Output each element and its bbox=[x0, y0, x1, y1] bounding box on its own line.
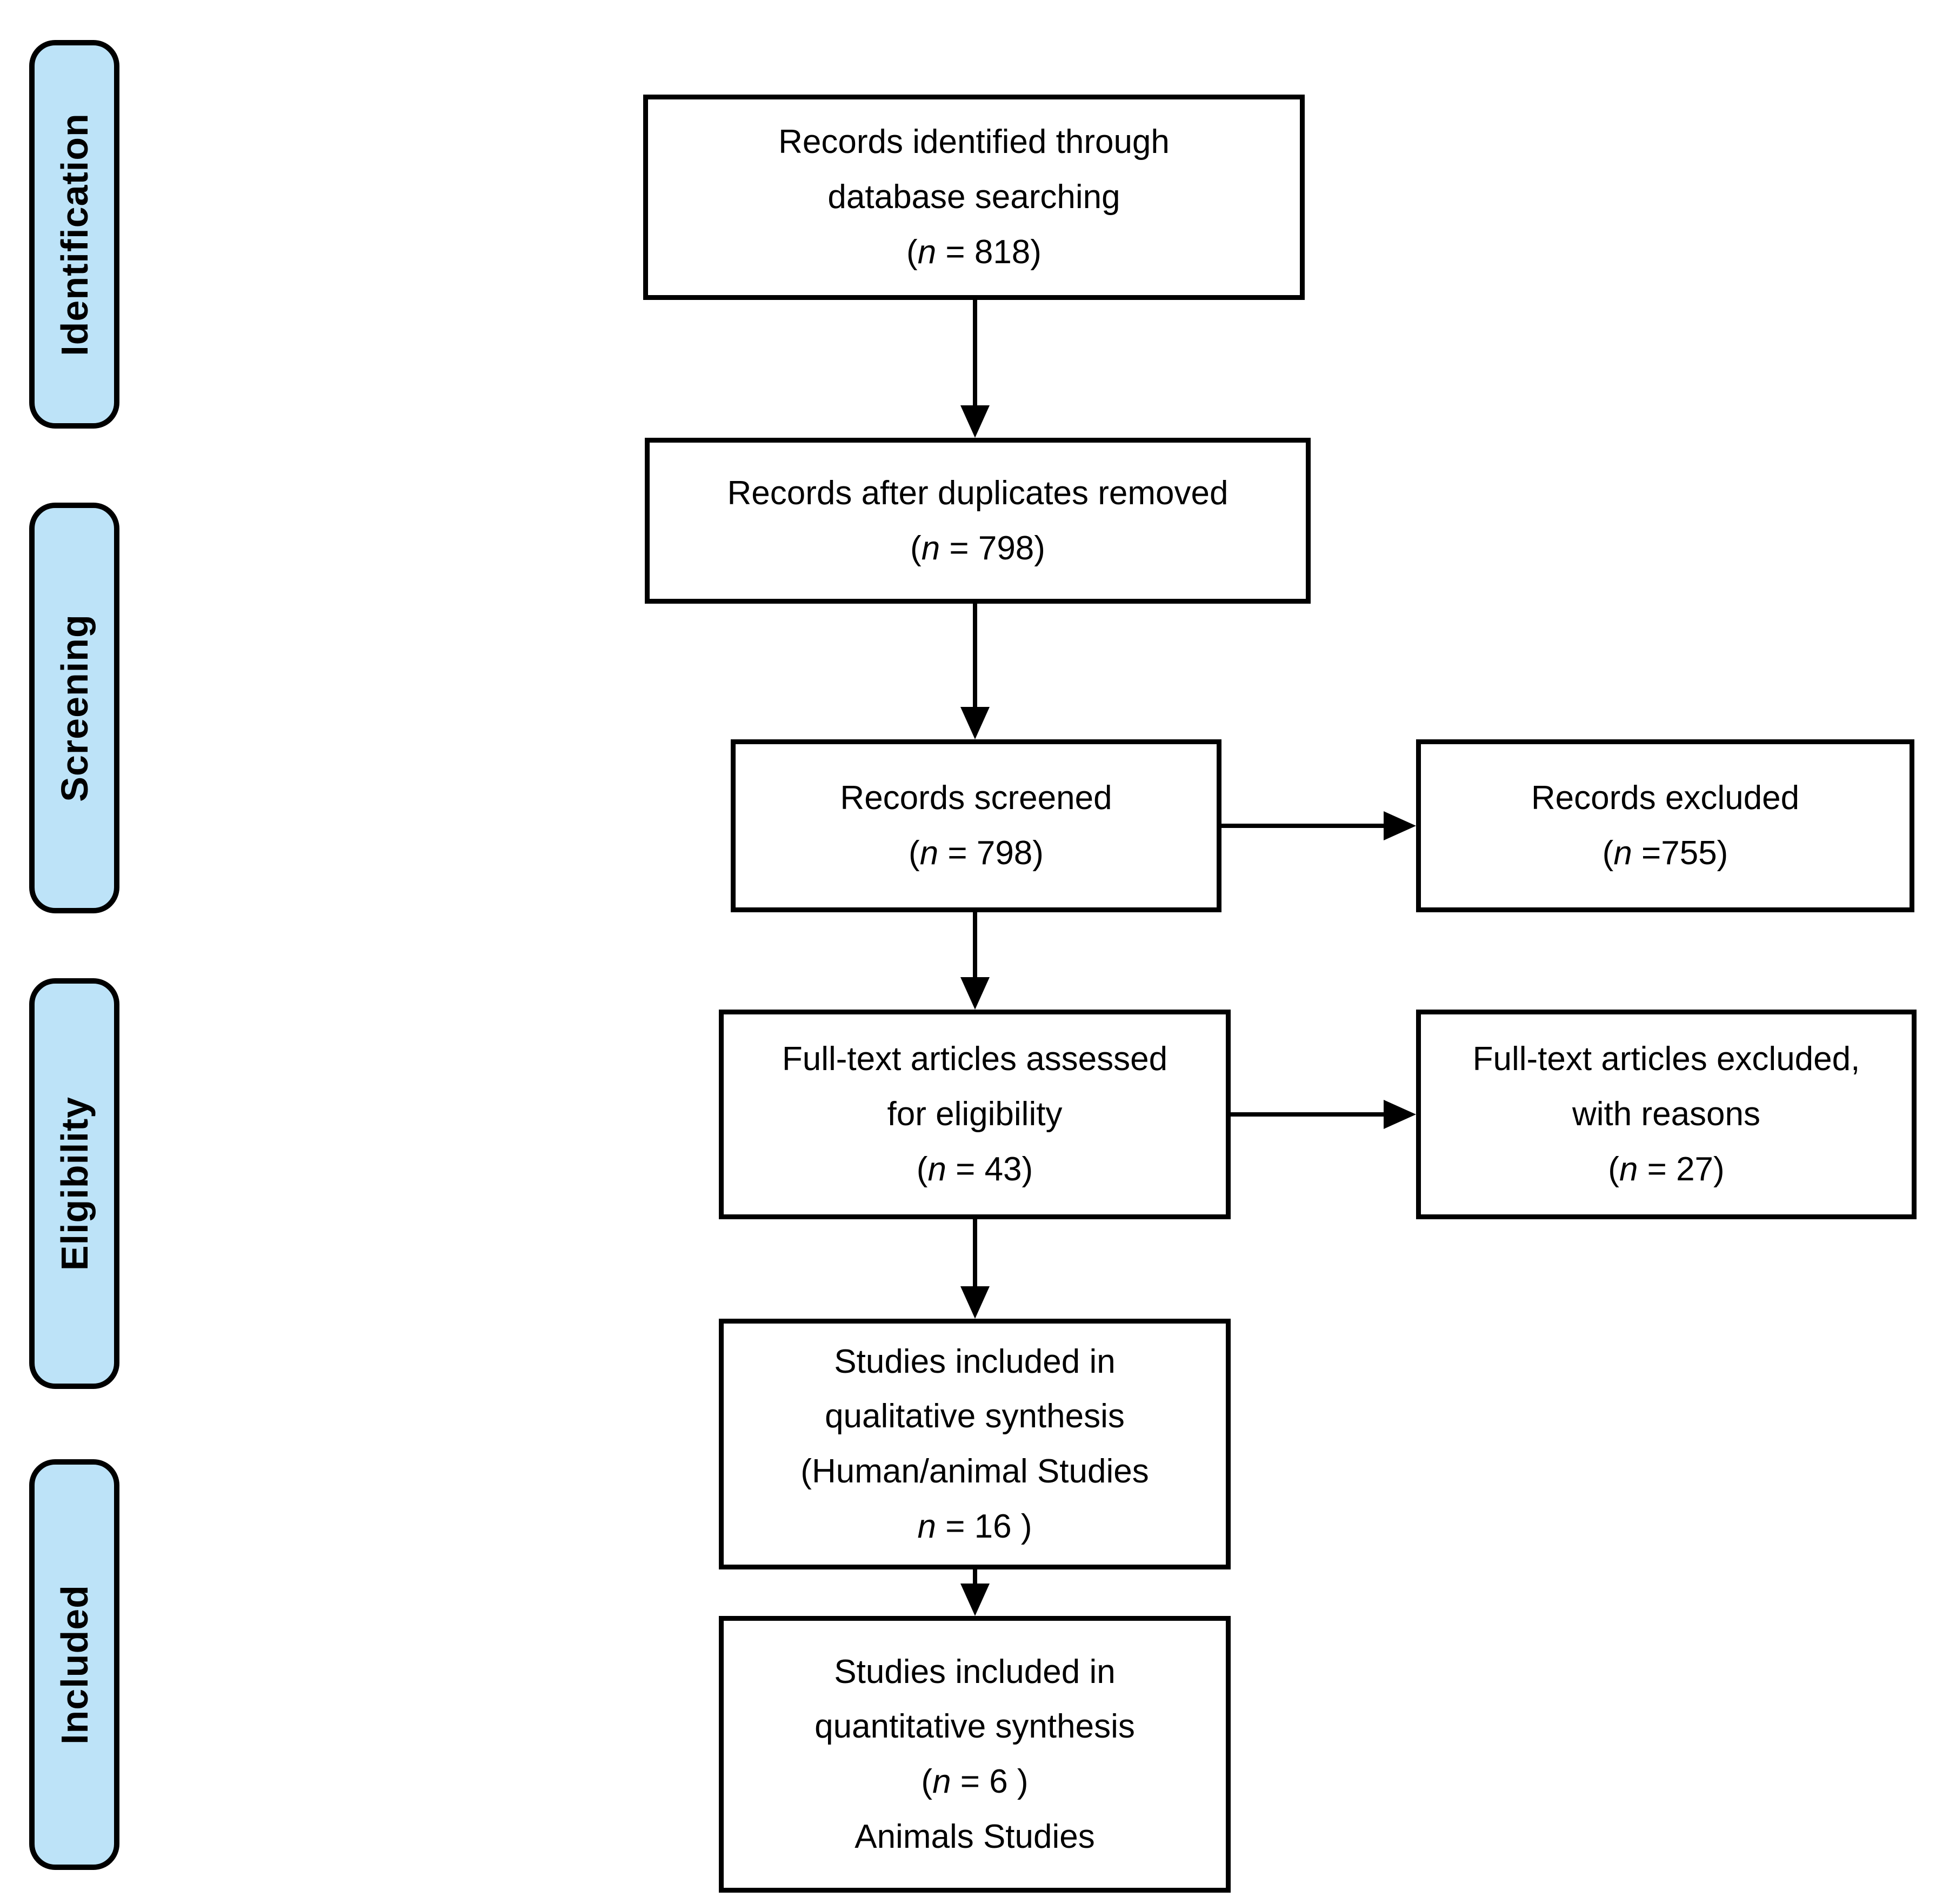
text-line: Full-text articles excluded, bbox=[1472, 1040, 1860, 1078]
n-count-line: n = 16 ) bbox=[917, 1507, 1032, 1545]
box-qualitative-synthesis-text: Studies included in qualitative synthesi… bbox=[800, 1334, 1149, 1554]
n-symbol: n bbox=[921, 529, 940, 567]
stage-included-label: Included bbox=[53, 1585, 96, 1745]
stage-eligibility: Eligibility bbox=[29, 978, 119, 1389]
n-count-line: (n = 6 ) bbox=[921, 1763, 1029, 1800]
box-fulltext-assessed-text: Full-text articles assessed for eligibil… bbox=[782, 1032, 1167, 1197]
arrow-fulltext-to-qualitative bbox=[960, 1219, 990, 1319]
n-count-line: (n = 818) bbox=[906, 233, 1042, 271]
text-line: Records excluded bbox=[1531, 779, 1800, 817]
box-records-identified: Records identified through database sear… bbox=[643, 95, 1305, 300]
box-records-excluded: Records excluded (n =755) bbox=[1416, 739, 1914, 912]
text-line: quantitative synthesis bbox=[815, 1708, 1135, 1746]
box-quantitative-synthesis-text: Studies included in quantitative synthes… bbox=[815, 1645, 1135, 1865]
stage-included: Included bbox=[29, 1459, 119, 1870]
text-line: Studies included in bbox=[834, 1653, 1116, 1691]
stage-identification-label: Identification bbox=[53, 112, 96, 356]
n-count-line: (n =755) bbox=[1602, 834, 1728, 872]
n-symbol: n bbox=[927, 1150, 946, 1188]
box-records-screened: Records screened (n = 798) bbox=[731, 739, 1221, 912]
n-count-line: (n = 798) bbox=[910, 529, 1045, 567]
stage-eligibility-label: Eligibility bbox=[53, 1096, 96, 1271]
arrow-qualitative-to-quantitative bbox=[960, 1569, 990, 1616]
box-records-excluded-text: Records excluded (n =755) bbox=[1531, 771, 1799, 880]
text-line: Records screened bbox=[840, 779, 1112, 817]
n-symbol: n bbox=[1613, 834, 1632, 872]
n-symbol: n bbox=[917, 233, 937, 271]
n-symbol: n bbox=[917, 1507, 936, 1545]
text-line: Animals Studies bbox=[854, 1818, 1095, 1855]
box-fulltext-assessed: Full-text articles assessed for eligibil… bbox=[719, 1010, 1231, 1219]
text-line: Records identified through bbox=[778, 123, 1170, 161]
arrow-fulltext-to-excluded bbox=[1231, 1100, 1416, 1129]
box-fulltext-excluded-text: Full-text articles excluded, with reason… bbox=[1473, 1032, 1860, 1197]
n-count-line: (n = 27) bbox=[1608, 1150, 1725, 1188]
box-quantitative-synthesis: Studies included in quantitative synthes… bbox=[719, 1616, 1231, 1893]
stage-screening: Screening bbox=[29, 503, 119, 913]
n-symbol: n bbox=[932, 1763, 951, 1800]
box-duplicates-removed: Records after duplicates removed (n = 79… bbox=[645, 438, 1311, 604]
n-symbol: n bbox=[919, 834, 939, 872]
box-records-screened-text: Records screened (n = 798) bbox=[840, 771, 1112, 880]
text-line: with reasons bbox=[1572, 1095, 1761, 1133]
box-qualitative-synthesis: Studies included in qualitative synthesi… bbox=[719, 1319, 1231, 1569]
n-count-line: (n = 798) bbox=[909, 834, 1044, 872]
text-line: database searching bbox=[827, 178, 1120, 216]
box-fulltext-excluded: Full-text articles excluded, with reason… bbox=[1416, 1010, 1917, 1219]
text-line: Studies included in bbox=[834, 1342, 1116, 1380]
text-line: (Human/animal Studies bbox=[800, 1453, 1149, 1490]
text-line: qualitative synthesis bbox=[825, 1398, 1125, 1435]
n-symbol: n bbox=[1619, 1150, 1638, 1188]
box-records-identified-text: Records identified through database sear… bbox=[778, 115, 1170, 279]
n-count-line: (n = 43) bbox=[916, 1150, 1033, 1188]
stage-identification: Identification bbox=[29, 40, 119, 429]
text-line: Records after duplicates removed bbox=[727, 474, 1229, 512]
text-line: for eligibility bbox=[887, 1095, 1063, 1133]
stage-screening-label: Screening bbox=[53, 614, 96, 802]
arrow-identified-to-duplicates bbox=[960, 300, 990, 438]
arrow-duplicates-to-screened bbox=[960, 604, 990, 739]
box-duplicates-removed-text: Records after duplicates removed (n = 79… bbox=[727, 466, 1228, 576]
arrow-screened-to-excluded bbox=[1221, 811, 1416, 840]
text-line: Full-text articles assessed bbox=[782, 1040, 1168, 1078]
arrow-screened-to-fulltext bbox=[960, 912, 990, 1010]
